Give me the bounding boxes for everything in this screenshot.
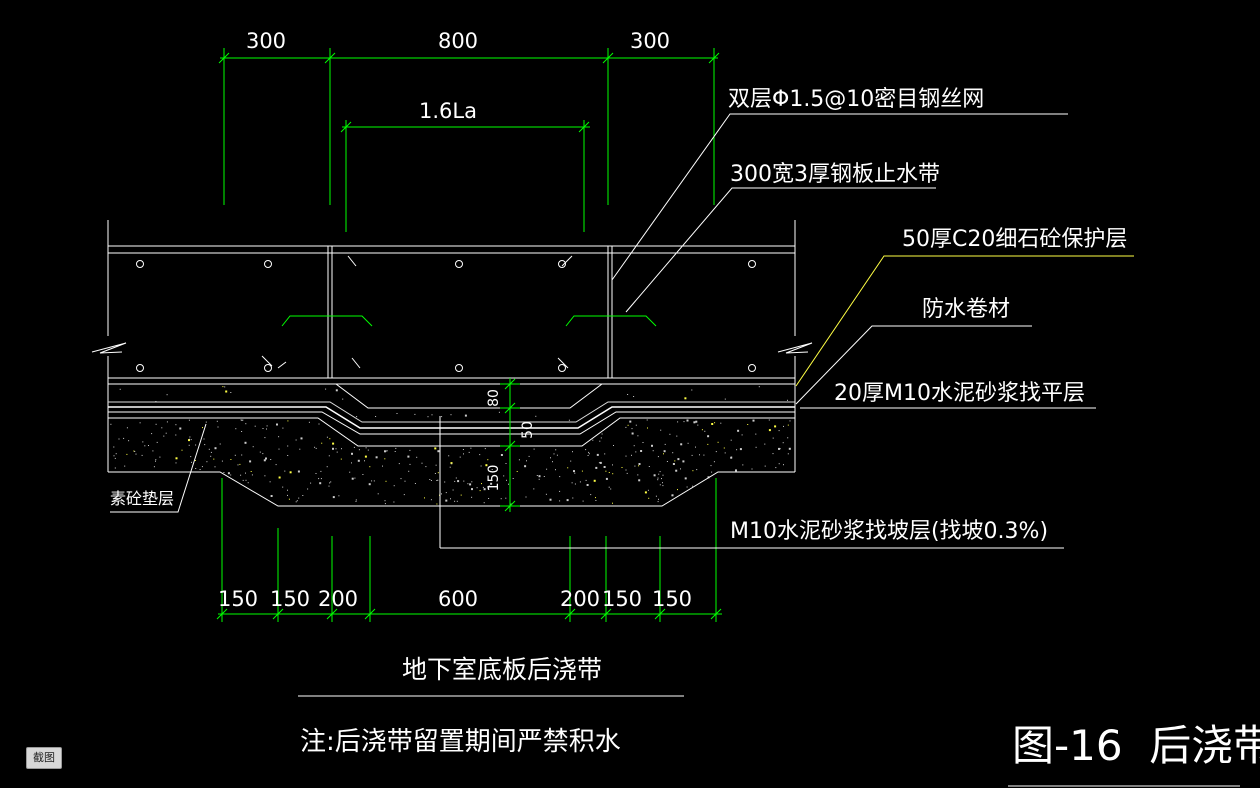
slab-outline	[91, 220, 813, 472]
label-waterstop: 300宽3厚钢板止水带	[730, 162, 940, 187]
label-slope: M10水泥砂浆找坡层(找坡0.3%)	[730, 519, 1048, 544]
dim-vertical-1: 80	[486, 389, 502, 407]
steel-waterstop	[281, 315, 657, 327]
dim-top-3: 300	[630, 29, 670, 53]
dim-top-2: 800	[438, 29, 478, 53]
drawing-note: 注:后浇带留置期间严禁积水	[300, 727, 621, 757]
dim-bottom-2: 150	[270, 587, 310, 611]
label-cushion: 素砼垫层	[110, 489, 174, 508]
dim-top-1: 300	[246, 29, 286, 53]
dim-bottom-6: 150	[602, 587, 642, 611]
dim-bottom-4: 600	[438, 587, 478, 611]
callout-text: 双层Φ1.5@10密目钢丝网 300宽3厚钢板止水带 50厚C20细石砼保护层 …	[110, 87, 1127, 544]
dim-inner: 1.6La	[419, 99, 477, 123]
concrete-aggregate	[110, 386, 791, 505]
leaders	[110, 113, 1134, 549]
layer-lines	[108, 383, 795, 548]
screenshot-button[interactable]: 截图	[26, 747, 62, 769]
drawing-title: 地下室底板后浇带	[402, 655, 602, 684]
dim-vertical-3: 150	[486, 465, 502, 492]
dim-bottom-5: 200	[560, 587, 600, 611]
label-leveling: 20厚M10水泥砂浆找平层	[834, 381, 1085, 406]
dim-bottom-3: 200	[318, 587, 358, 611]
title-block: 地下室底板后浇带 注:后浇带留置期间严禁积水 图-16 后浇带	[298, 655, 1260, 787]
figure-title: 图-16 后浇带	[1012, 721, 1260, 770]
label-membrane: 防水卷材	[922, 297, 1010, 322]
dim-bottom-1: 150	[218, 587, 258, 611]
rebar	[136, 255, 756, 372]
top-dimensions	[218, 48, 720, 232]
dimension-text: 300 800 300 1.6La 150 150 200 600 200 15…	[218, 29, 692, 611]
dim-bottom-7: 150	[652, 587, 692, 611]
label-protect: 50厚C20细石砼保护层	[902, 227, 1127, 252]
vertical-dim-labels: 80 50 150	[486, 389, 536, 491]
label-mesh: 双层Φ1.5@10密目钢丝网	[728, 87, 984, 112]
bottom-dimensions	[216, 478, 722, 622]
vertical-dimension	[500, 378, 520, 512]
dim-vertical-2: 50	[520, 421, 536, 439]
